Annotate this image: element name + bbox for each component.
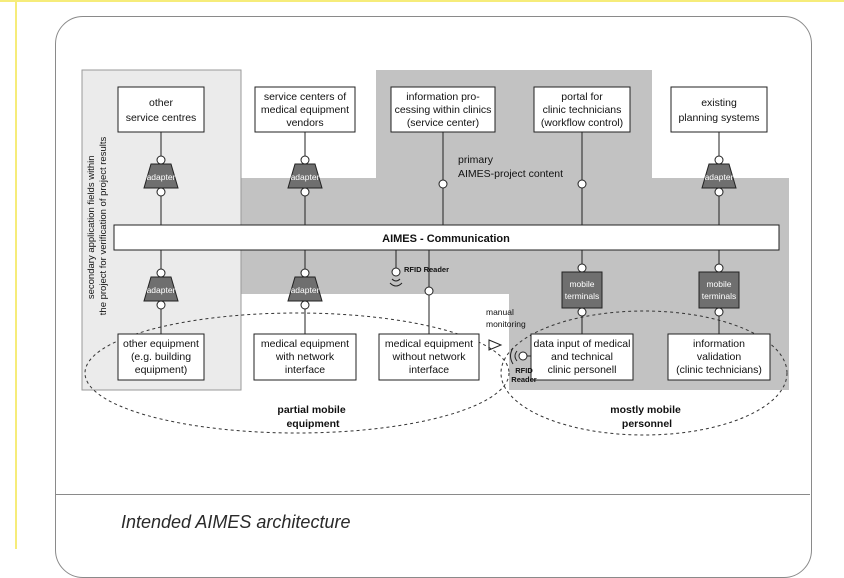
group-label-mostly-mobile-personnel: mostly mobile personnel <box>610 404 684 430</box>
adapter-node: adapter <box>287 268 323 310</box>
secondary-region-label: secondary application fields within the … <box>86 137 109 316</box>
figure-caption: Intended AIMES architecture <box>121 512 351 532</box>
svg-text:adapter: adapter <box>291 172 320 182</box>
aimes-communication-bus: AIMES - Communication <box>113 224 780 251</box>
top-box-clinic-information-processing: information pro-cessing within clinics(s… <box>390 86 496 133</box>
svg-text:adapter: adapter <box>147 172 176 182</box>
primary-content-label: primary AIMES-project content <box>458 154 563 180</box>
mostly-mobile-personnel-group <box>500 310 788 436</box>
group-label-partial-mobile-equipment: partial mobile equipment <box>277 404 348 430</box>
svg-text:adapter: adapter <box>147 285 176 295</box>
interface-circle <box>577 179 587 189</box>
interface-circle <box>424 286 434 296</box>
top-accent-rule <box>0 0 844 2</box>
rfid-antenna-icon <box>391 267 401 277</box>
lower-adapters: adapter adapter <box>143 268 323 310</box>
svg-text:adapter: adapter <box>705 172 734 182</box>
partial-mobile-equipment-group <box>84 312 510 434</box>
interface-circles <box>424 179 587 296</box>
interface-circle <box>438 179 448 189</box>
adapter-node: adapter <box>287 155 323 197</box>
monitoring-eye-icon <box>488 339 503 351</box>
rfid-antenna-icon <box>510 347 518 365</box>
svg-text:information pro-cessing within: information pro-cessing within clinics(s… <box>395 91 492 129</box>
svg-text:RFID Reader: RFID Reader <box>404 265 449 274</box>
svg-text:AIMES - Communication: AIMES - Communication <box>382 233 510 245</box>
rfid-antenna-icon <box>389 278 403 287</box>
left-accent-rule <box>15 0 17 549</box>
rfid-reader-node: RFID Reader <box>389 250 449 287</box>
svg-text:adapter: adapter <box>291 285 320 295</box>
adapter-node: adapter <box>143 268 179 310</box>
adapter-node: adapter <box>143 154 179 197</box>
rfid-antenna-icon <box>518 351 528 361</box>
adapter-node: adapter <box>701 155 737 197</box>
upper-adapters: adapter adapter adapter <box>143 154 737 197</box>
caption-divider <box>56 494 810 495</box>
